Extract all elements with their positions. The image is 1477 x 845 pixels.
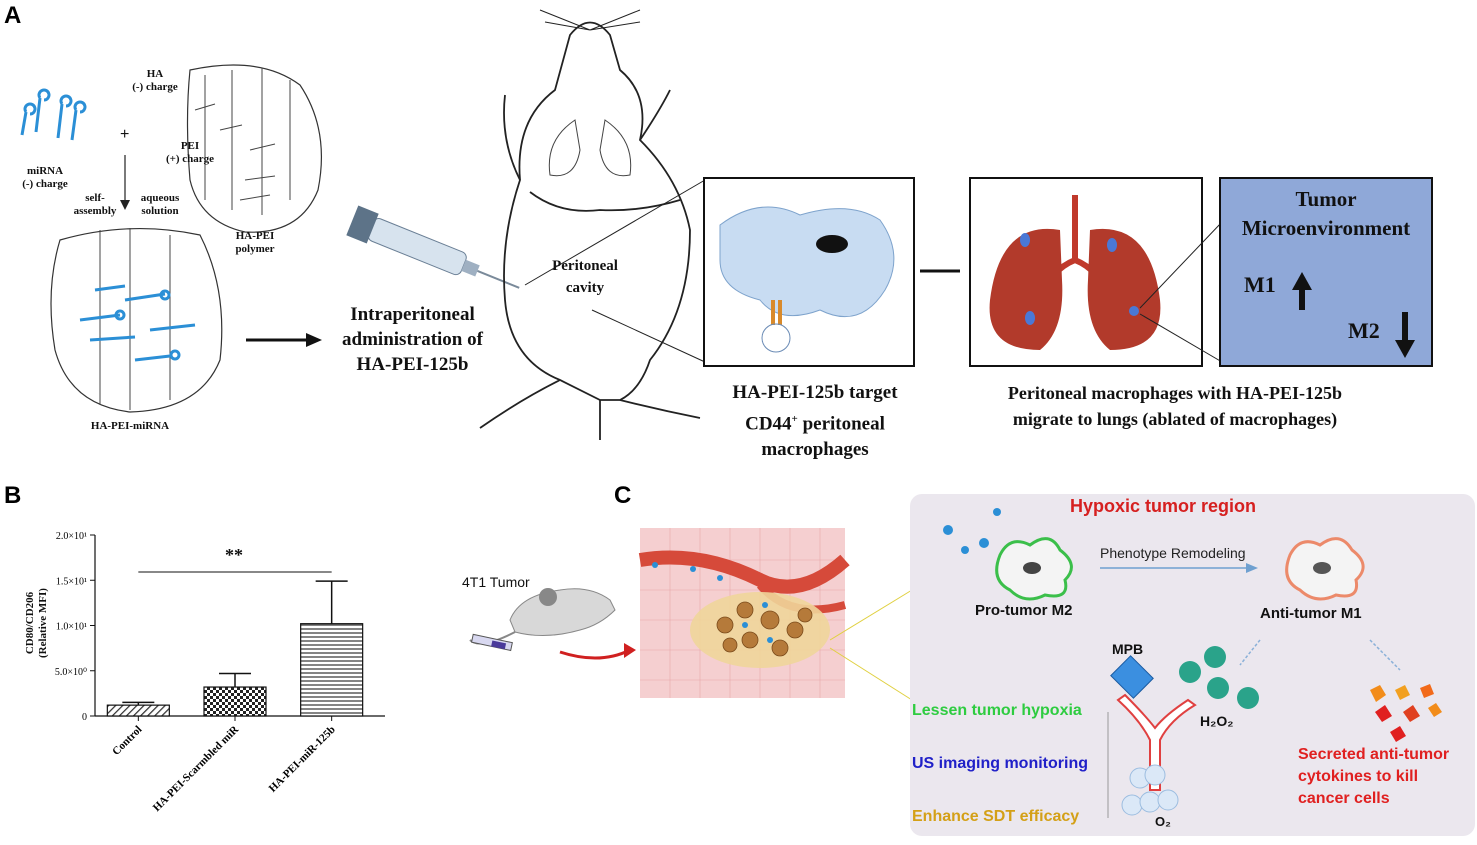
y-tick-label: 0	[82, 712, 87, 723]
lungs-icon	[989, 195, 1161, 350]
target-caption-text-2: peritoneal macrophages	[761, 413, 885, 461]
y-tick-label: 1.5×10¹	[56, 576, 87, 587]
cytokines-icon	[1370, 684, 1442, 742]
mpb-particle-icon	[1110, 655, 1154, 699]
us-imaging-label: US imaging monitoring	[912, 755, 1088, 772]
mouse-lungs-icon	[548, 119, 632, 177]
anti-tumor-label: Anti-tumor M1	[1260, 605, 1362, 622]
polymer-label: HA-PEI polymer	[235, 230, 275, 255]
hypoxic-title: Hypoxic tumor region	[1070, 496, 1257, 516]
self-assembly-label: self- assembly	[73, 192, 117, 217]
o2-bubbles-icon	[1121, 764, 1179, 816]
macrophage-cell-icon	[719, 206, 895, 318]
cavity-label: Peritoneal cavity	[552, 258, 618, 296]
particle-dots-icon	[943, 508, 1044, 555]
y-tick-label: 2.0×10¹	[56, 531, 87, 542]
cd44-receptor-icon	[761, 300, 791, 353]
significance-marker: **	[225, 545, 243, 565]
migrate-caption: Peritoneal macrophages with HA-PEI-125b …	[1007, 383, 1343, 429]
plus-sign: +	[120, 126, 130, 143]
tme-box	[1219, 177, 1433, 367]
h2o2-label: H₂O₂	[1200, 713, 1234, 729]
bar	[203, 686, 267, 717]
complex-outline-icon	[50, 227, 223, 413]
m1-label: M1	[1244, 272, 1276, 297]
aqueous-solution-label: aqueous solution	[140, 192, 180, 217]
catalase-icon	[1116, 693, 1197, 791]
mirna-label: miRNA (-) charge	[22, 165, 68, 190]
panel-label-a: A	[4, 2, 22, 29]
m2-label: M2	[1348, 318, 1380, 343]
mpb-label: MPB	[1112, 641, 1144, 657]
o2-label: O₂	[1155, 814, 1171, 829]
secreted-label: Secreted anti-tumor cytokines to kill ca…	[1298, 746, 1450, 807]
remodel-label: Phenotype Remodeling	[1100, 545, 1246, 561]
tumor-mouse-icon	[469, 588, 616, 645]
y-tick-label: 1.0×10¹	[56, 622, 87, 633]
mirna-strands-icon	[20, 88, 87, 141]
syringe-icon	[346, 205, 520, 289]
h2o2-particles-icon	[1179, 646, 1259, 709]
target-caption-text: HA-PEI-125b target CD44	[732, 382, 898, 435]
admin-text: Intraperitoneal administration of HA-PEI…	[342, 304, 483, 375]
panel-label-b: B	[4, 482, 22, 509]
y-tick-label: 5.0×10⁰	[55, 667, 87, 678]
tme-title: Tumor Microenvironment	[1241, 187, 1411, 240]
target-caption: HA-PEI-125b target CD44+ peritoneal macr…	[700, 380, 930, 463]
small-syringe-icon	[470, 633, 513, 652]
lessen-label: Lessen tumor hypoxia	[912, 702, 1082, 719]
tumor-label: 4T1 Tumor	[462, 574, 530, 590]
mouse-outline-icon	[479, 21, 701, 440]
panel-label-c: C	[614, 482, 632, 509]
target-caption-sup: +	[791, 413, 798, 425]
ha-label: HA (-) charge	[132, 68, 178, 93]
pro-tumor-label: Pro-tumor M2	[975, 602, 1073, 619]
complex-label: HA-PEI-miRNA	[90, 420, 170, 432]
pei-label: PEI (+) charge	[165, 140, 215, 165]
enhance-label: Enhance SDT efficacy	[912, 808, 1080, 825]
polymer-outline-icon	[186, 64, 323, 233]
